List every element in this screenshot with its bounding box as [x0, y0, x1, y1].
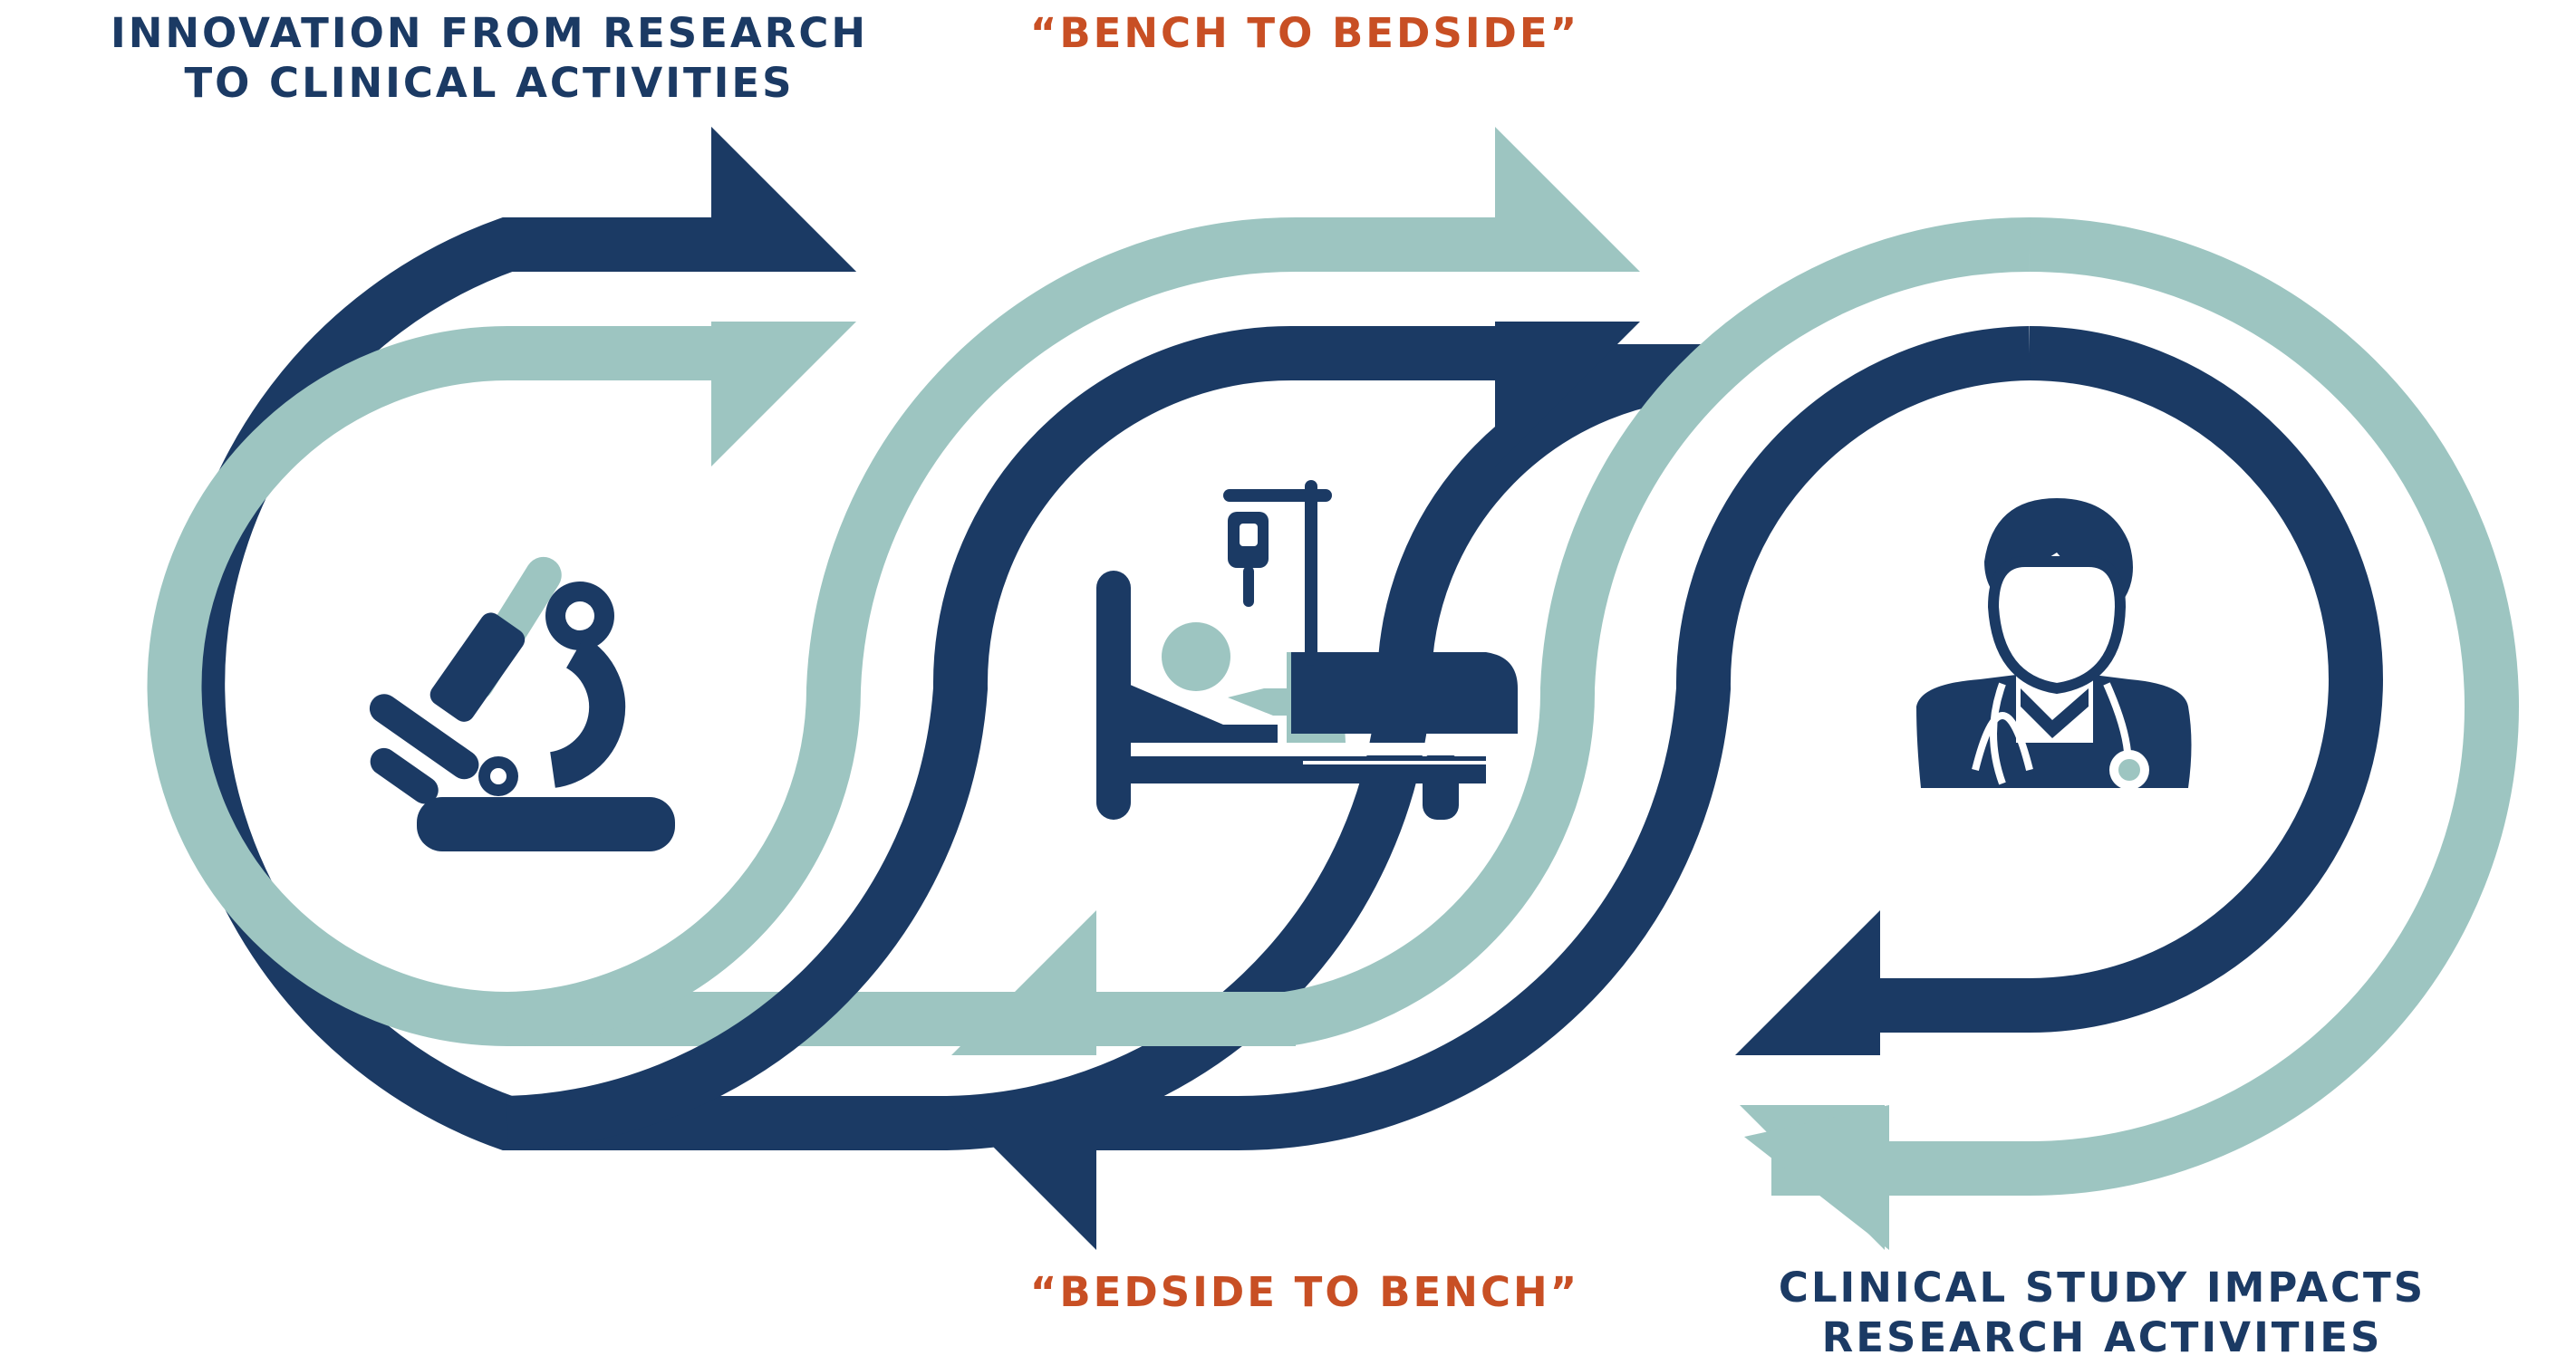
teal-arrowhead-top-center	[1495, 127, 1640, 272]
navy-arrowhead-right	[1735, 910, 1880, 1055]
navy-arrowhead-bottom-center	[951, 1105, 1096, 1250]
caption-clinical-study-line-2: RESEARCH ACTIVITIES	[1821, 1312, 2383, 1361]
caption-clinical-study-line-1: CLINICAL STUDY IMPACTS	[1778, 1264, 2426, 1312]
hospital-bed-icon	[1096, 480, 1518, 820]
teal-arrowhead-circle1	[711, 322, 856, 466]
caption-bench-to-bedside: “BENCH TO BEDSIDE”	[1029, 9, 1580, 57]
teal-loop	[147, 216, 1477, 1046]
teal-arrowhead-bottom-center	[951, 910, 1096, 1055]
caption-clinical-study: CLINICAL STUDY IMPACTS RESEARCH ACTIVITI…	[1649, 1264, 2555, 1363]
caption-innovation-line-2: TO CLINICAL ACTIVITIES	[184, 58, 795, 107]
microscope-icon	[369, 556, 675, 851]
navy-arrowhead-center	[1495, 322, 1640, 466]
caption-bedside-to-bench: “BEDSIDE TO BENCH”	[1029, 1268, 1580, 1316]
caption-innovation-line-1: INNOVATION FROM RESEARCH	[110, 9, 869, 57]
caption-innovation: INNOVATION FROM RESEARCH TO CLINICAL ACT…	[54, 9, 924, 109]
doctor-icon	[1916, 498, 2192, 790]
